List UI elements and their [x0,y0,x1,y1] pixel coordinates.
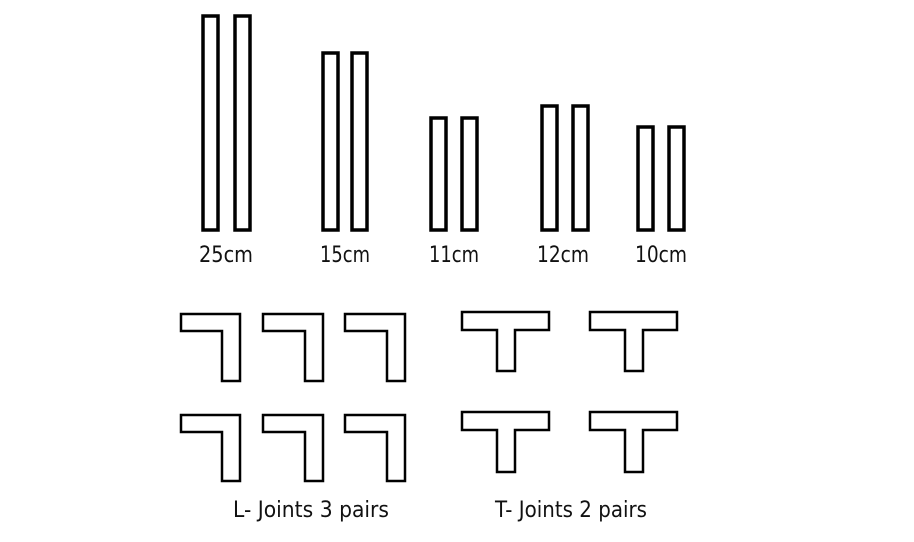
stick-length-label: 25cm [199,243,253,268]
t-joints-label: T- Joints 2 pairs [494,498,647,523]
stick-group-11cm: 11cm [429,116,479,268]
t-joint [588,410,679,474]
t-joint [460,410,551,474]
stick [429,116,448,232]
stick [321,51,340,232]
stick [540,104,559,232]
stick [350,51,369,232]
l-joint [343,312,407,383]
l-joint [343,413,407,483]
stick [233,14,252,232]
l-joint [179,413,242,483]
stick-group-25cm: 25cm [199,14,253,268]
stick-length-label: 12cm [537,243,589,268]
stick [201,14,220,232]
stick-length-label: 11cm [429,243,479,268]
l-joint [179,312,242,383]
stick-group-15cm: 15cm [320,51,370,268]
stick-length-label: 10cm [635,243,687,268]
stick-group-10cm: 10cm [635,125,687,268]
stick-length-label: 15cm [320,243,370,268]
t-joints-group: T- Joints 2 pairs [460,310,679,523]
stick [460,116,479,232]
stick [571,104,590,232]
t-joint [460,310,551,373]
stick [636,125,655,232]
stick-group-12cm: 12cm [537,104,590,268]
l-joint [261,312,325,383]
l-joints-group: L- Joints 3 pairs [179,312,407,523]
stick [667,125,686,232]
l-joints-label: L- Joints 3 pairs [233,498,389,523]
t-joint [588,310,679,373]
l-joint [261,413,325,483]
